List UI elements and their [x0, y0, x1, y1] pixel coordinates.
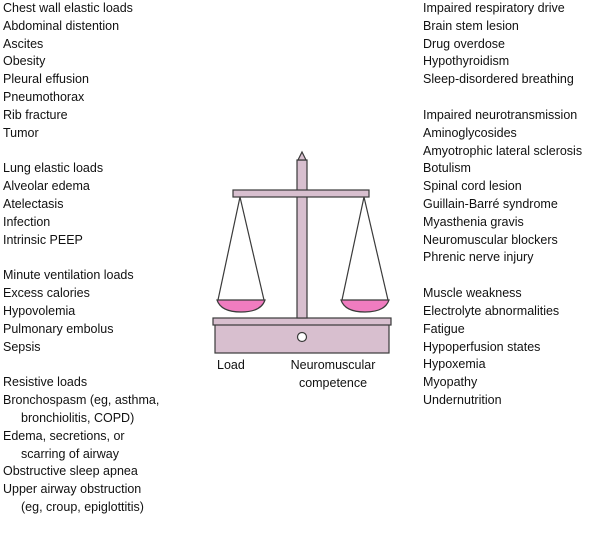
minute-ventilation-group: Minute ventilation loads Excess calories…: [3, 267, 208, 356]
list-item: Hypoxemia: [423, 357, 486, 372]
scale-beam: [232, 189, 370, 198]
group-heading: Resistive loads: [3, 375, 88, 390]
list-item: Alveolar edema: [3, 179, 90, 194]
scale-pillar: [296, 159, 308, 319]
group-heading: Chest wall elastic loads: [3, 1, 133, 15]
list-item: Undernutrition: [423, 392, 502, 407]
group-heading: Lung elastic loads: [3, 161, 104, 176]
group-heading: Impaired respiratory drive: [423, 1, 565, 15]
respiratory-drive-group: Impaired respiratory drive Brain stem le…: [423, 0, 600, 89]
list-item: Atelectasis: [3, 196, 64, 211]
list-item: Ascites: [3, 36, 44, 51]
list-item: Bronchospasm (eg, asthma,: [3, 393, 160, 408]
list-item: Sepsis: [3, 339, 41, 354]
chest-wall-group: Chest wall elastic loads Abdominal diste…: [3, 0, 208, 142]
list-item-continuation: bronchiolitis, COPD): [21, 410, 135, 425]
right-pan-string: [363, 196, 389, 301]
list-item: Abdominal distention: [3, 18, 120, 33]
list-item: Tumor: [3, 125, 39, 140]
list-item: Hypovolemia: [3, 303, 76, 318]
competence-factors-column: Impaired respiratory drive Brain stem le…: [423, 0, 600, 410]
group-heading: Impaired neurotransmission: [423, 107, 578, 122]
load-caption: Load: [217, 358, 245, 372]
scale-knob: [296, 331, 308, 343]
left-pan-string: [239, 196, 265, 301]
left-pan-string: [217, 196, 241, 301]
list-item: Sleep-disordered breathing: [423, 72, 574, 87]
list-item: Obesity: [3, 54, 46, 69]
list-item-continuation: (eg, croup, epiglottitis): [21, 499, 144, 514]
list-item: Hypothyroidism: [423, 54, 510, 69]
list-item: Pulmonary embolus: [3, 321, 114, 336]
list-item: Infection: [3, 214, 51, 229]
list-item: Brain stem lesion: [423, 18, 519, 33]
right-pan-bowl: [340, 299, 390, 313]
lung-elastic-group: Lung elastic loads Alveolar edema Atelec…: [3, 160, 208, 249]
list-item: Amyotrophic lateral sclerosis: [423, 143, 583, 158]
list-item: Upper airway obstruction: [3, 482, 142, 497]
muscle-weakness-group: Muscle weakness Electrolyte abnormalitie…: [423, 285, 600, 410]
neuromuscular-competence-caption: Neuromuscular competence: [290, 358, 376, 390]
left-pan: [216, 196, 266, 313]
list-item: Botulism: [423, 161, 471, 176]
group-heading: Muscle weakness: [423, 286, 522, 301]
list-item: Myopathy: [423, 375, 478, 390]
list-item: Drug overdose: [423, 36, 505, 51]
list-item: Spinal cord lesion: [423, 179, 522, 194]
load-factors-column: Chest wall elastic loads Abdominal diste…: [3, 0, 208, 517]
list-item: Rib fracture: [3, 107, 68, 122]
left-pan-bowl: [216, 299, 266, 313]
scale-base-top: [212, 317, 392, 326]
right-pan: [340, 196, 390, 313]
group-heading: Minute ventilation loads: [3, 268, 134, 283]
resistive-group: Resistive loads Bronchospasm (eg, asthma…: [3, 374, 208, 516]
scale-finial: [297, 150, 307, 161]
list-item-continuation: scarring of airway: [21, 446, 119, 461]
list-item: Phrenic nerve injury: [423, 250, 534, 265]
list-item: Fatigue: [423, 321, 465, 336]
list-item: Excess calories: [3, 286, 90, 301]
balance-scale-illustration: [212, 150, 392, 354]
list-item: Pleural effusion: [3, 72, 89, 87]
list-item: Intrinsic PEEP: [3, 232, 83, 247]
list-item: Neuromuscular blockers: [423, 232, 558, 247]
neurotransmission-group: Impaired neurotransmission Aminoglycosid…: [423, 107, 600, 267]
list-item: Myasthenia gravis: [423, 214, 524, 229]
list-item: Edema, secretions, or: [3, 428, 125, 443]
list-item: Hypoperfusion states: [423, 339, 541, 354]
list-item: Electrolyte abnormalities: [423, 303, 560, 318]
list-item: Aminoglycosides: [423, 125, 517, 140]
list-item: Obstructive sleep apnea: [3, 464, 138, 479]
right-pan-string: [341, 196, 365, 301]
list-item: Guillain-Barré syndrome: [423, 196, 558, 211]
list-item: Pneumothorax: [3, 89, 85, 104]
